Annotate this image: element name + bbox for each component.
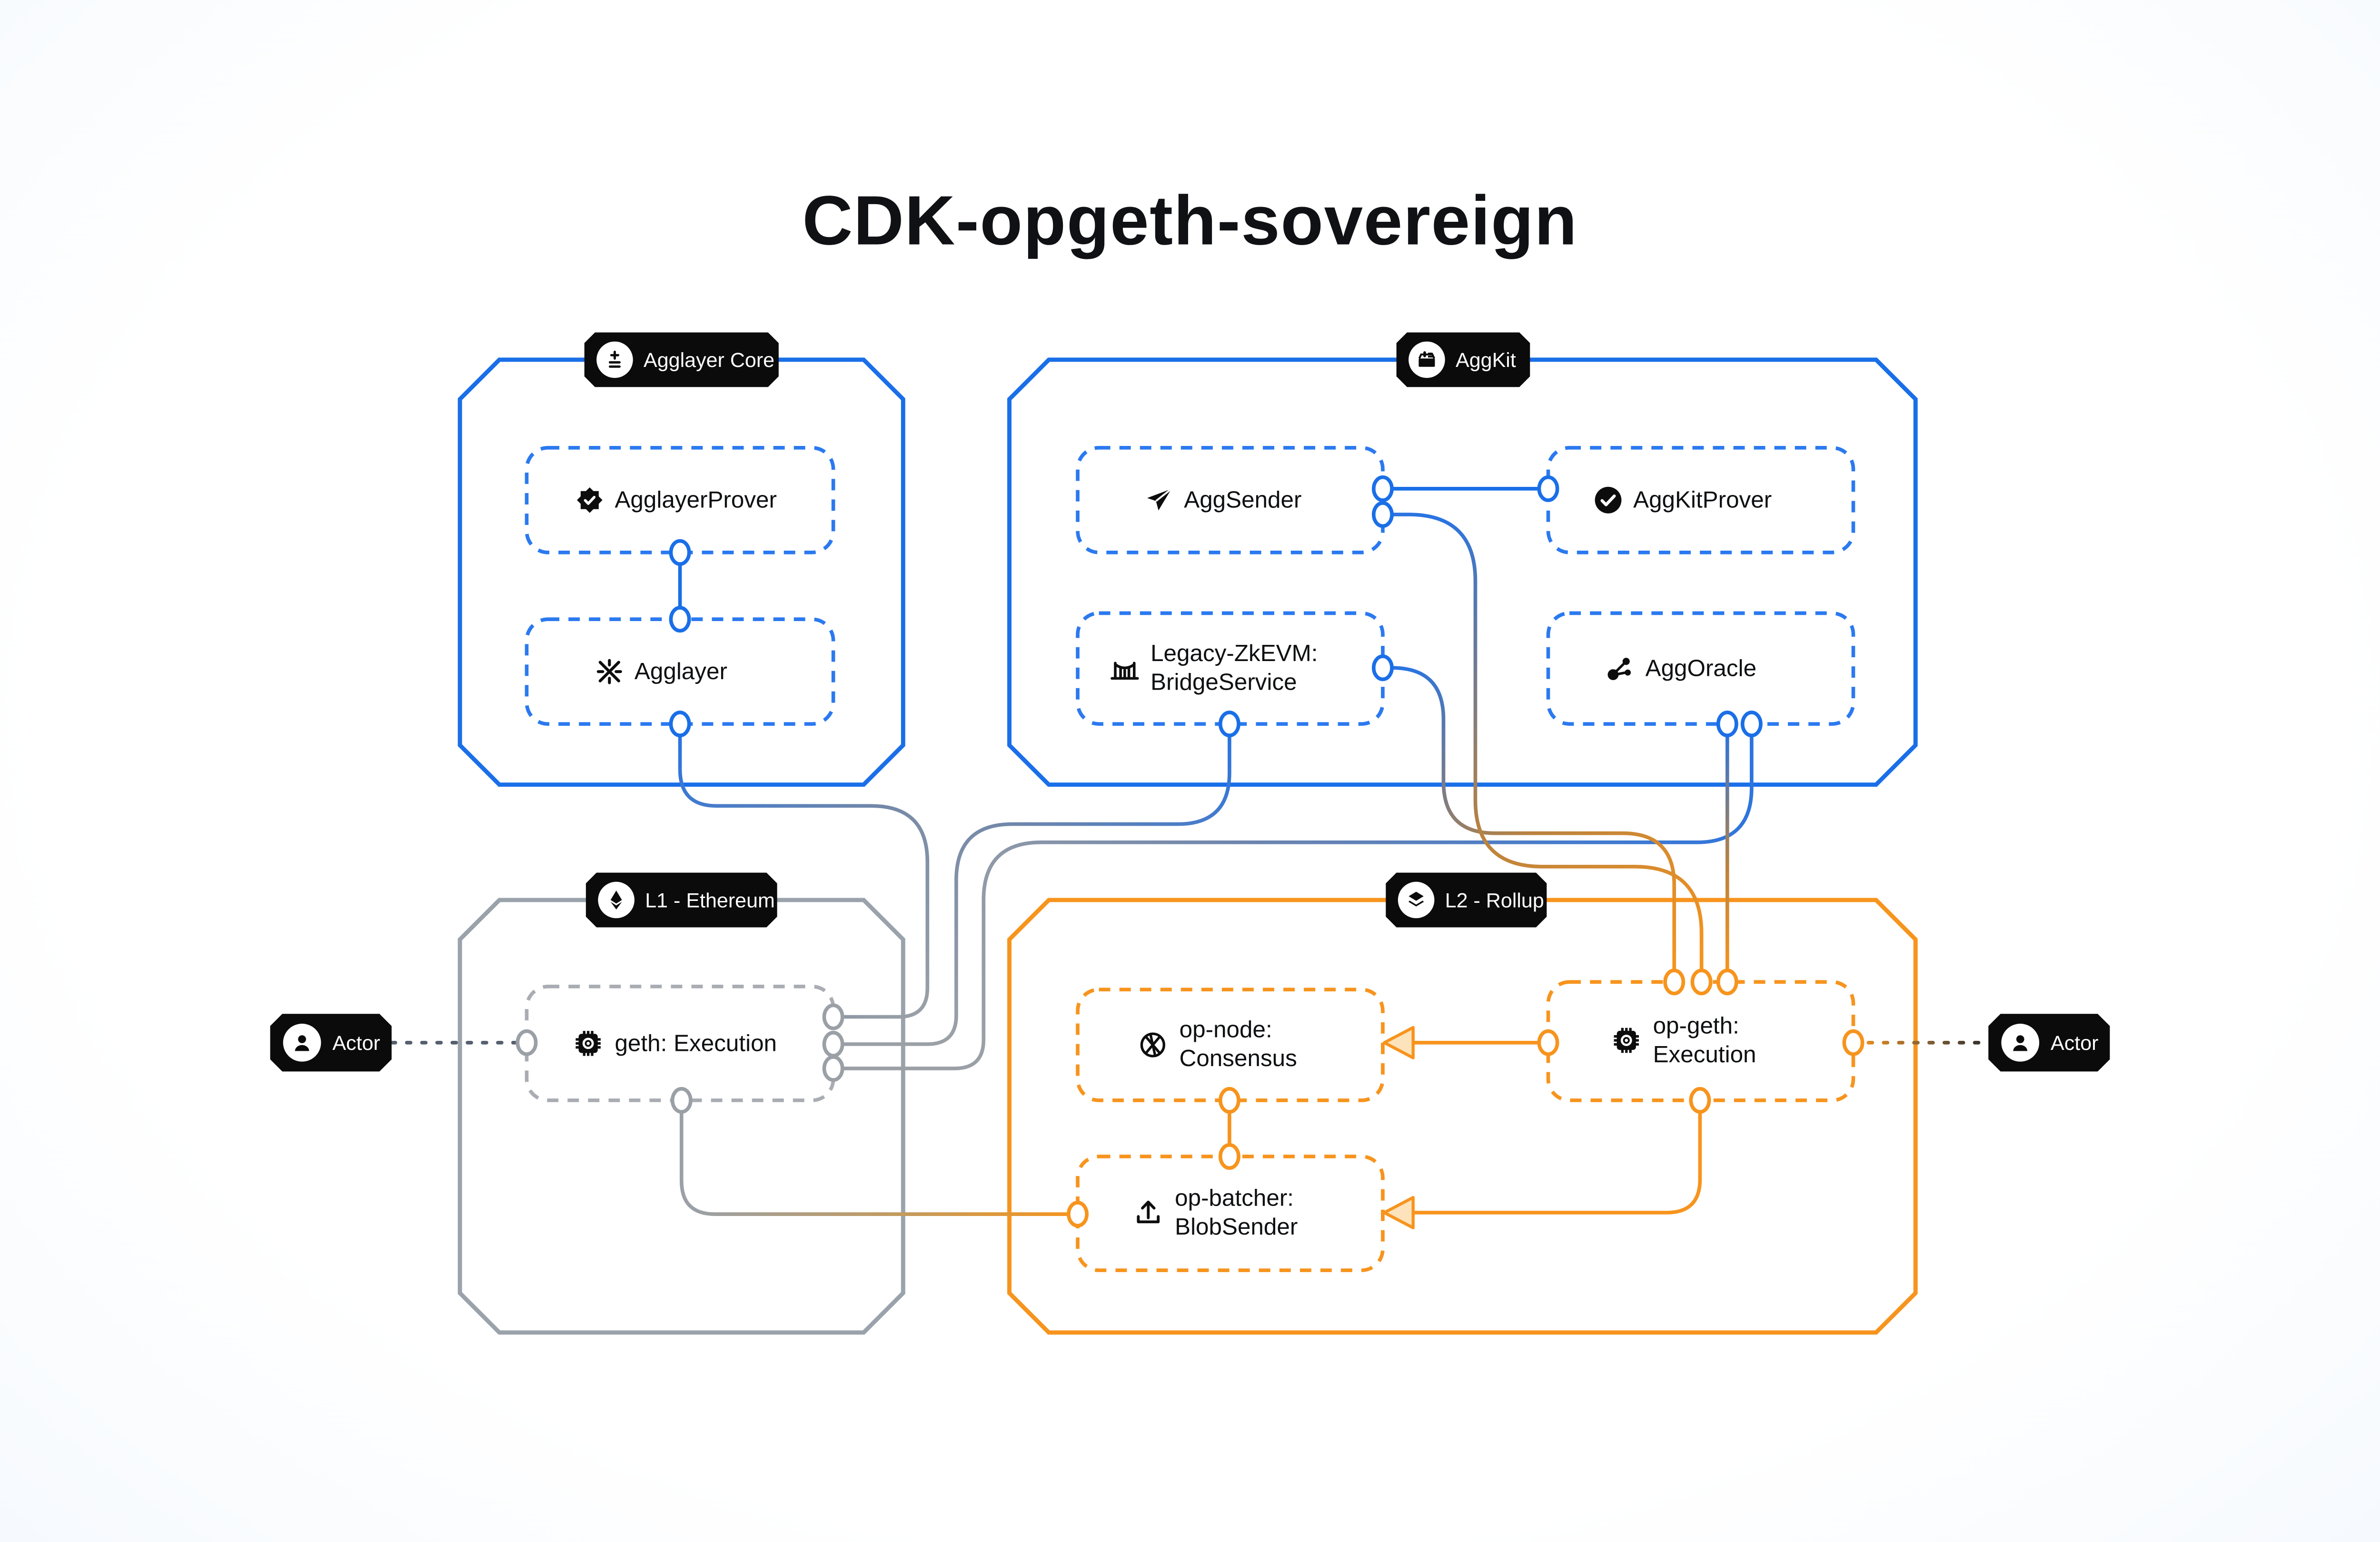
connector-dot — [822, 1003, 844, 1030]
node-label: AgglayerProver — [615, 487, 777, 513]
node-op-node: op-node: Consensus — [1076, 988, 1385, 1102]
group-aggkit — [1007, 357, 1918, 787]
node-label: op-node: Consensus — [1180, 1017, 1297, 1072]
node-label: op-geth: Execution — [1653, 1013, 1756, 1068]
node-op-batcher: op-batcher: BlobSender — [1076, 1155, 1385, 1272]
node-geth: geth: Execution — [525, 984, 835, 1102]
node-label: AggSender — [1184, 487, 1301, 513]
actor-right: Actor — [1988, 1014, 2110, 1072]
connector-dot — [669, 539, 691, 566]
badge-label: L2 - Rollup — [1445, 889, 1544, 912]
connection-bridgeservice-opgeth — [1382, 666, 1676, 982]
connector-dot — [1842, 1029, 1864, 1056]
connector-dot — [1067, 1201, 1089, 1228]
connector-dot — [1372, 501, 1394, 528]
node-label: AggKitProver — [1633, 487, 1772, 513]
connector-dot — [1537, 1029, 1559, 1056]
node-op-geth: op-geth: Execution — [1546, 980, 1855, 1102]
connector-dot — [1716, 969, 1738, 996]
connector-dot — [1716, 711, 1738, 738]
arrowhead-into-opbatcher — [1382, 1196, 1415, 1230]
badge-aggkit: AggKit — [1396, 332, 1530, 387]
connection-aggoracle-geth — [833, 724, 1754, 1070]
connector-dot — [1218, 1143, 1240, 1170]
connector-dot — [1663, 969, 1686, 996]
connector-dot — [1218, 711, 1240, 738]
badge-label: AggKit — [1456, 349, 1516, 372]
badge-agglayer-core: Agglayer Core — [584, 332, 779, 387]
connector-dot — [1689, 1087, 1711, 1114]
connector-dot — [822, 1030, 844, 1058]
arrowhead-into-opnode — [1382, 1026, 1415, 1059]
connections — [389, 487, 1991, 1230]
connector-dot — [669, 711, 691, 738]
connection-aggsender-opgeth — [1382, 513, 1704, 982]
badge-label: L1 - Ethereum — [645, 889, 775, 912]
group-l1-ethereum — [457, 898, 905, 1335]
node-legacy-zkevm-bridge: Legacy-ZkEVM: BridgeService — [1076, 611, 1385, 726]
actor-label: Actor — [332, 1032, 380, 1055]
connector-dot — [1372, 654, 1394, 682]
connector-dots — [516, 475, 1864, 1228]
connection-agglayer-geth — [678, 724, 930, 1019]
node-agglayer-prover: AgglayerProver — [525, 445, 835, 554]
connector-dot — [1218, 1087, 1240, 1114]
connector-dot — [1372, 475, 1394, 502]
actor-label: Actor — [2051, 1032, 2098, 1055]
badge-l1-ethereum: L1 - Ethereum — [585, 872, 777, 928]
badge-l2-rollup: L2 - Rollup — [1386, 872, 1547, 928]
connection-bridgeservice-geth — [833, 724, 1231, 1046]
node-label: Agglayer — [635, 658, 727, 684]
node-agg-oracle: AggOracle — [1546, 611, 1855, 726]
connector-dot — [670, 1087, 693, 1114]
node-label: AggOracle — [1646, 655, 1756, 682]
page-title: CDK-opgeth-sovereign — [802, 181, 1577, 259]
node-label: geth: Execution — [615, 1030, 777, 1056]
connector-dot — [1537, 475, 1559, 502]
connector-dot — [1690, 969, 1713, 996]
badge-label: Agglayer Core — [644, 349, 774, 372]
connector-dot — [669, 606, 691, 633]
check-circle-icon — [1595, 487, 1622, 514]
group-l2-rollup — [1007, 898, 1918, 1335]
connection-geth-opbatcher — [679, 1100, 1078, 1216]
node-aggkit-prover: AggKitProver — [1546, 445, 1855, 554]
seal-check-icon — [577, 487, 603, 513]
connector-dot — [822, 1055, 844, 1082]
node-agglayer: Agglayer — [525, 617, 835, 726]
badge-icon-disc — [596, 341, 633, 378]
connector-dot — [1740, 711, 1763, 738]
node-agg-sender: AggSender — [1076, 445, 1385, 554]
group-agglayer-core — [457, 357, 905, 787]
actor-left: Actor — [270, 1014, 392, 1072]
connector-dot — [516, 1029, 538, 1056]
agglayer-logo-icon — [598, 661, 621, 683]
node-label: op-batcher: BlobSender — [1175, 1185, 1300, 1240]
connection-opgeth-opbatcher — [1411, 1100, 1702, 1215]
toolbox-icon — [1418, 351, 1435, 367]
node-label: Legacy-ZkEVM: BridgeService — [1150, 640, 1324, 695]
